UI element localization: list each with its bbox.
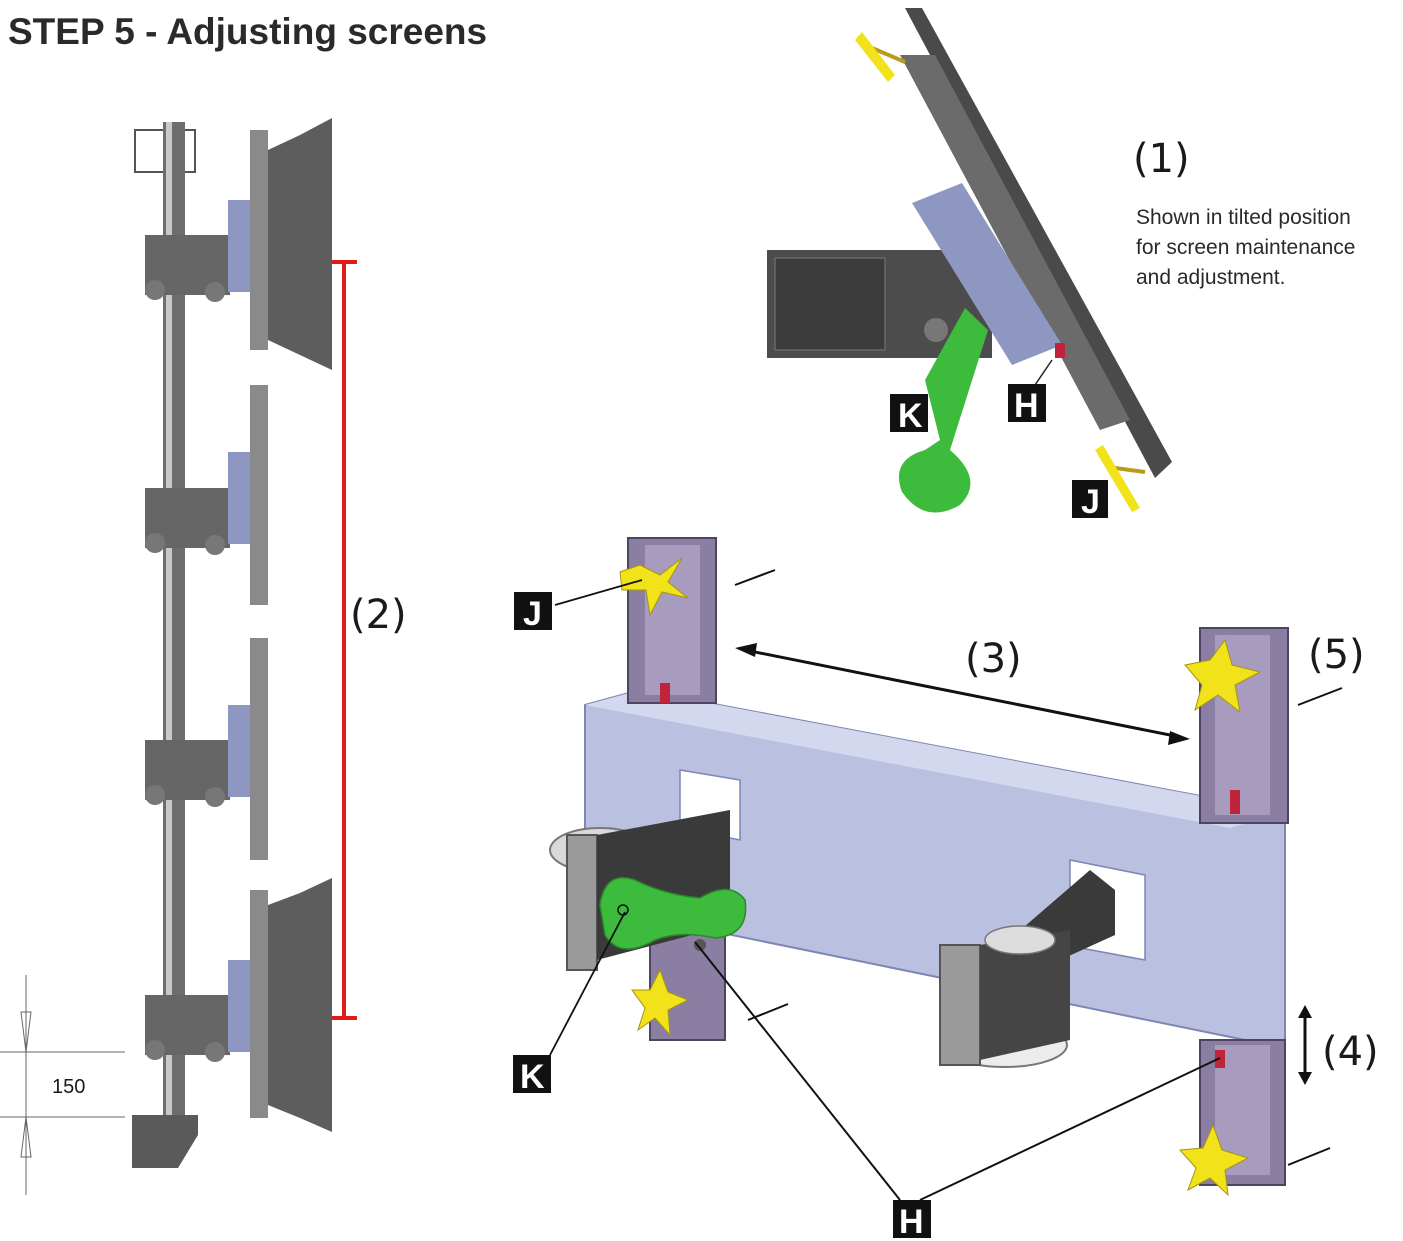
lever-bolt	[694, 939, 706, 951]
leader-h-left	[694, 941, 901, 1201]
adjust-knob	[1178, 1123, 1250, 1197]
mount-2	[145, 385, 268, 605]
base-box-panel	[774, 257, 886, 351]
side-elevation-view: (2) 150	[0, 118, 407, 1195]
callout-5: (5)	[1308, 632, 1365, 678]
note-line-3: and adjustment.	[1136, 266, 1285, 289]
callout-4: (4)	[1322, 1029, 1379, 1075]
bracket-lower-right	[1178, 1039, 1286, 1197]
mount-wheel	[205, 282, 225, 302]
base-pivot	[924, 318, 948, 342]
right-pole-clamp	[939, 870, 1115, 1068]
dim-arrow-down	[20, 1011, 32, 1053]
clamp-ring-top	[984, 925, 1056, 955]
lower-knob	[1095, 445, 1146, 512]
bracket-upper-right	[1184, 627, 1289, 824]
tag-k-lower: K	[520, 1058, 545, 1096]
adjust-knob	[619, 557, 689, 617]
callout-3: (3)	[965, 636, 1022, 682]
tilted-screen-view: K H J (1) Shown in tilted position for s…	[767, 8, 1355, 521]
arrowhead	[1168, 731, 1190, 745]
arrowhead	[735, 643, 757, 657]
mount-plate	[250, 385, 268, 605]
arrowhead	[1298, 1072, 1312, 1085]
leader-k	[549, 911, 626, 1056]
leader-h-right	[919, 1057, 1221, 1201]
bracket-upper-left	[619, 537, 717, 704]
dimension-150: 150	[52, 1076, 85, 1098]
leader-h-upper	[1034, 359, 1053, 386]
tag-h-lower: H	[899, 1203, 924, 1241]
locking-clip	[660, 683, 670, 703]
arrowhead	[1298, 1005, 1312, 1018]
release-lever-k	[898, 308, 988, 513]
upper-knob	[855, 32, 906, 82]
clamp-face	[939, 944, 981, 1066]
bracket-lower-left	[631, 929, 726, 1041]
knob-arms	[855, 32, 895, 82]
mount-3	[145, 638, 268, 860]
bottom-screen	[268, 878, 332, 1132]
tag-j-upper: J	[1081, 483, 1100, 521]
mount-wheel	[205, 535, 225, 555]
release-lever-k	[599, 877, 747, 950]
top-screen	[268, 118, 332, 370]
mount-1	[145, 130, 268, 350]
clamp-side	[980, 930, 1070, 1060]
pole-highlight	[166, 122, 172, 1132]
locking-clip-h	[1055, 343, 1065, 358]
tag-k-box	[890, 394, 928, 432]
leader-j	[554, 579, 643, 606]
note-line-1: Shown in tilted position	[1136, 206, 1351, 229]
adjust-knob	[631, 968, 690, 1037]
knob-arms	[1095, 445, 1140, 512]
mount-wheel	[145, 280, 165, 300]
tilted-screen-frame	[900, 55, 1130, 430]
mount-plate	[250, 890, 268, 1118]
width-adjust-arrow	[744, 648, 1181, 739]
mount-plate	[250, 638, 268, 860]
page-title: STEP 5 - Adjusting screens	[8, 11, 487, 52]
note-line-2: for screen maintenance	[1136, 236, 1355, 259]
clamp-face	[566, 834, 598, 971]
callout-2: (2)	[350, 592, 407, 638]
isometric-bracket-view: (3) (5) (4) J K H	[513, 537, 1379, 1241]
mount-wheel	[145, 1040, 165, 1060]
mount-wheel	[145, 533, 165, 553]
mount-plate	[250, 130, 268, 350]
dim-arrow-up	[20, 1116, 32, 1158]
pole-foot	[132, 1115, 198, 1168]
left-pole-clamp	[549, 810, 747, 971]
locking-clip	[1230, 790, 1240, 814]
tag-k-upper: K	[898, 397, 923, 435]
tag-h-box	[1008, 384, 1046, 422]
mount-wheel	[145, 785, 165, 805]
small-arrow	[734, 569, 776, 586]
tag-j-box	[514, 592, 552, 630]
beam-top-face	[585, 690, 1285, 828]
adjust-knob	[1184, 638, 1262, 714]
small-arrow	[1297, 687, 1343, 706]
mount-wheel	[205, 787, 225, 807]
tag-h-upper: H	[1014, 387, 1039, 425]
knob-shaft	[1114, 466, 1146, 474]
tilt-bracket	[912, 183, 1062, 365]
small-arrow	[1287, 1147, 1331, 1166]
tag-j-box	[1072, 480, 1108, 518]
tag-k-box	[513, 1055, 551, 1093]
tag-j-lower: J	[523, 595, 542, 633]
tag-h-box	[893, 1200, 931, 1238]
knob-shaft	[871, 46, 906, 64]
mount-4	[145, 890, 268, 1118]
mount-wheel	[205, 1042, 225, 1062]
callout-1: (1)	[1133, 136, 1190, 182]
